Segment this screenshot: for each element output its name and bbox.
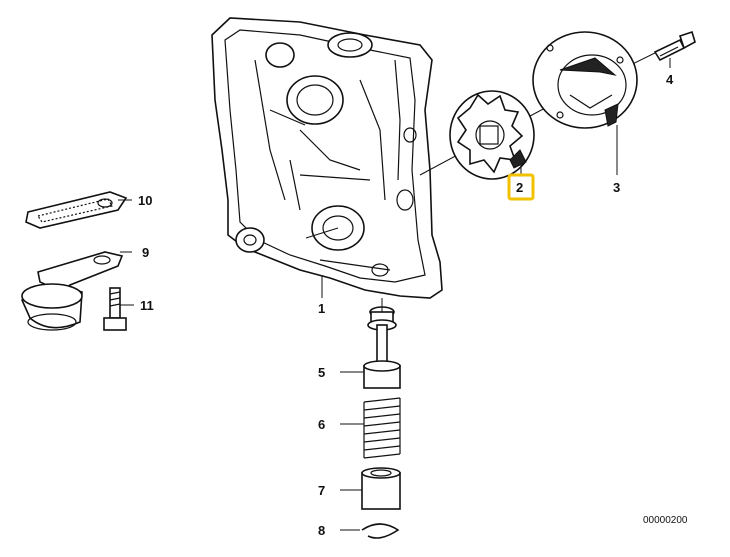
part-label-4[interactable]: 4 [666,72,674,87]
pressure-relief-piston [340,306,401,389]
diagram-reference-code: 00000200 [643,515,688,526]
highlight-box-part-2 [507,173,535,201]
part-label-10[interactable]: 10 [138,193,152,208]
timing-cover-housing [211,17,443,299]
part-label-3[interactable]: 3 [613,180,620,195]
relief-spring [340,397,401,459]
part-label-11[interactable]: 11 [140,298,154,313]
circlip [340,523,400,539]
part-label-9[interactable]: 9 [142,245,149,260]
part-label-7[interactable]: 7 [318,483,325,498]
bolt-small [103,287,134,331]
part-label-8[interactable]: 8 [318,523,325,538]
part-label-2[interactable]: 2 [516,180,523,195]
bolt-top [653,30,696,68]
part-label-1[interactable]: 1 [318,301,325,316]
gasket [25,191,132,229]
sleeve [340,467,401,510]
pump-cover-plate [532,31,638,175]
part-label-6[interactable]: 6 [318,417,325,432]
oil-pickup-tube [20,251,132,331]
inner-rotor-gear [449,90,535,180]
part-label-5[interactable]: 5 [318,365,325,380]
